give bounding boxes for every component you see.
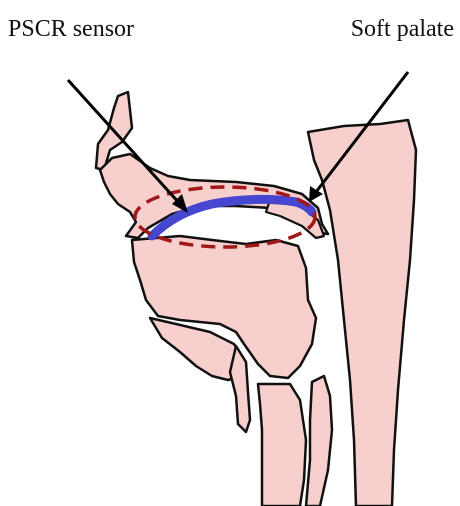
sensor-label: PSCR sensor — [8, 14, 134, 44]
nasal-cavity — [100, 154, 328, 238]
esophagus — [306, 376, 332, 506]
larynx — [230, 346, 250, 432]
trachea — [258, 384, 306, 506]
palate-arrow-head — [309, 186, 323, 202]
soft-palate-label: Soft palate — [351, 14, 454, 44]
